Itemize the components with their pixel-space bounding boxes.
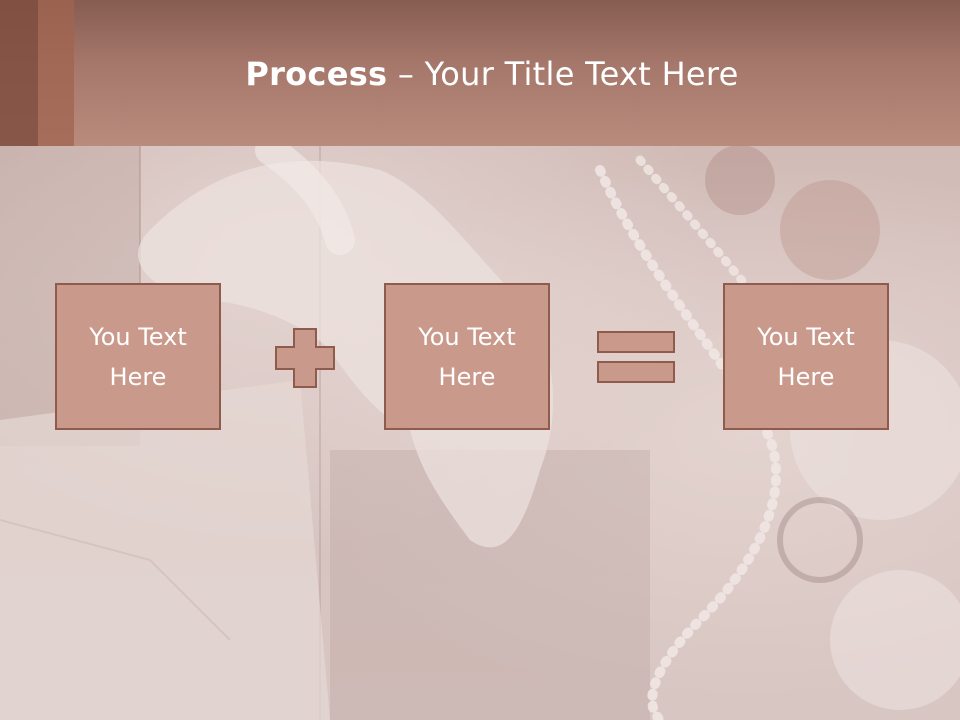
title-rest-text: – Your Title Text Here — [387, 55, 739, 93]
slide-title[interactable]: Process – Your Title Text Here — [0, 52, 960, 96]
process-box-1[interactable]: You Text Here — [55, 283, 221, 430]
process-box-text: You Text Here — [418, 322, 516, 391]
accent-bar — [38, 0, 74, 146]
title-banner: Process – Your Title Text Here — [0, 0, 960, 146]
process-box-2[interactable]: You Text Here — [384, 283, 550, 430]
title-bold-text: Process — [245, 55, 388, 93]
process-box-3[interactable]: You Text Here — [723, 283, 889, 430]
plus-icon — [275, 328, 335, 388]
process-box-text: You Text Here — [757, 322, 855, 391]
process-box-text: You Text Here — [89, 322, 187, 391]
accent-bar — [0, 0, 38, 146]
equals-icon — [597, 331, 675, 383]
